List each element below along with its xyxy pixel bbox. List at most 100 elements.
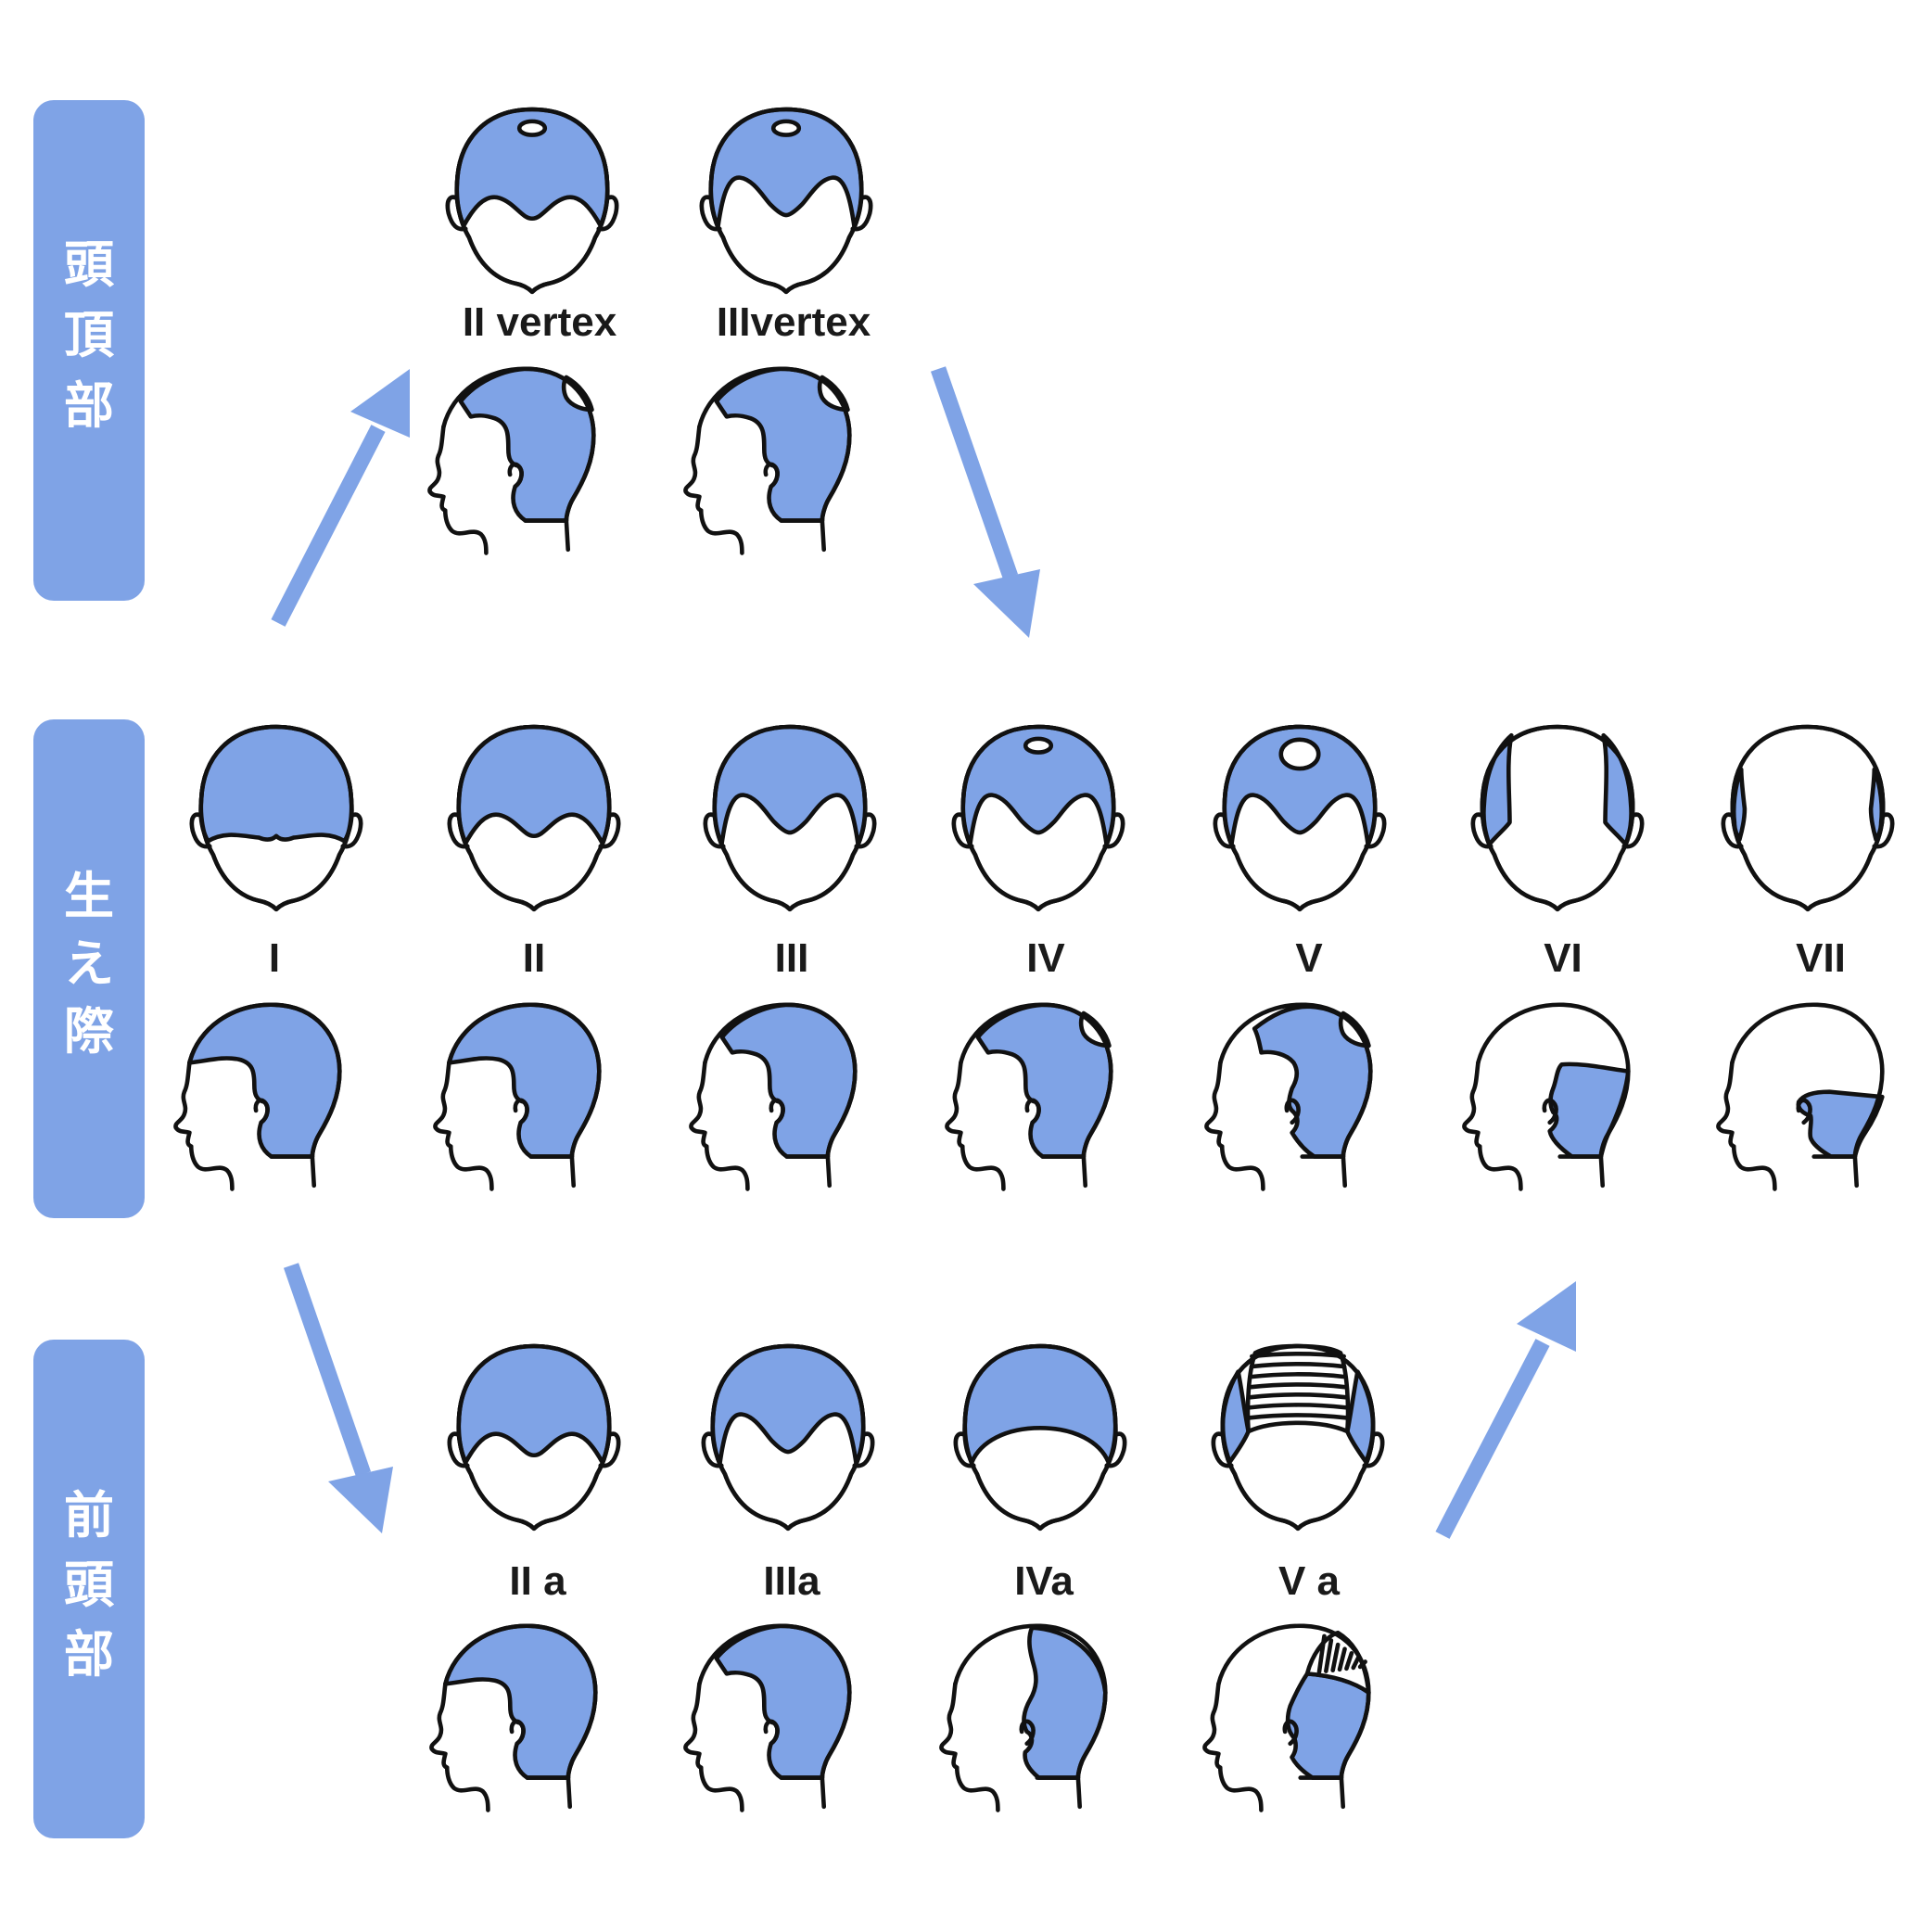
stage-label-frontal-bar xyxy=(33,1340,145,1838)
ear-right xyxy=(598,1431,621,1468)
ear-right xyxy=(598,812,621,849)
side-view-IIIa xyxy=(683,1623,852,1812)
side-hair-region xyxy=(1547,1061,1631,1159)
side-head-outline xyxy=(703,1002,858,1188)
hatch-line xyxy=(1249,1372,1347,1379)
side-ear xyxy=(1282,1719,1299,1747)
ear-right xyxy=(1621,812,1645,849)
side-ear xyxy=(763,462,780,489)
arrow-hairline-to-vertex xyxy=(271,369,410,627)
head-outline-stroke xyxy=(962,1343,1118,1532)
front-view-IV xyxy=(951,724,1125,912)
hatch-line xyxy=(1351,1655,1361,1671)
arrow-shaft xyxy=(271,425,386,627)
stage-illustrations xyxy=(173,107,1895,1812)
front-view-IIIa xyxy=(701,1343,875,1532)
ear-right xyxy=(852,1431,875,1468)
label-IIIa: IIIa xyxy=(763,1558,820,1604)
ear-right xyxy=(1102,812,1125,849)
side-view-Va xyxy=(1202,1623,1371,1812)
arrow-vertex-to-hairline xyxy=(930,366,1040,638)
label-VI: VI xyxy=(1544,935,1582,981)
crown-bald-spot xyxy=(516,119,548,137)
side-face-profile xyxy=(427,425,489,555)
label-Va: V a xyxy=(1278,1558,1341,1604)
side-head-outline xyxy=(443,1623,598,1810)
front-view-IIa xyxy=(447,1343,621,1532)
head-outline xyxy=(1730,724,1886,912)
side-face-profile xyxy=(683,425,744,555)
stage-label-frontal-char2: 頭 xyxy=(64,1556,115,1614)
hatch-line xyxy=(1248,1382,1348,1390)
side-ear xyxy=(1796,1098,1812,1125)
side-face-profile xyxy=(433,1061,494,1191)
head-outline-stroke xyxy=(454,107,610,295)
side-head-outline xyxy=(1218,1002,1373,1188)
head-outline-stroke xyxy=(198,724,354,912)
ear-left xyxy=(703,812,726,849)
head-outline-stroke xyxy=(708,107,864,295)
side-face-profile xyxy=(1204,1061,1265,1191)
head-outline-stroke xyxy=(456,1343,612,1532)
head-outline-stroke xyxy=(1220,1343,1376,1532)
arrow-shaft xyxy=(1435,1339,1550,1539)
label-VII: VII xyxy=(1796,935,1846,981)
stage-label-frontal-char3: 部 xyxy=(64,1625,114,1684)
side-view-I xyxy=(173,1002,342,1191)
side-head-outline xyxy=(697,1623,852,1810)
front-view-V xyxy=(1213,724,1387,912)
stage-label-frontal: 前 頭 部 xyxy=(33,1340,145,1838)
side-ear xyxy=(1024,1098,1041,1125)
front-view-IVa xyxy=(953,1343,1127,1532)
label-IVa: IVa xyxy=(1014,1558,1074,1604)
side-ear xyxy=(1019,1719,1036,1747)
side-face-profile xyxy=(173,1061,235,1191)
ear-left xyxy=(447,1431,470,1468)
arrow-head xyxy=(1517,1281,1576,1352)
label-IIa: II a xyxy=(509,1558,566,1604)
side-head-outline xyxy=(953,1623,1108,1810)
arrow-shaft xyxy=(930,366,1019,579)
arrow-head xyxy=(973,569,1040,638)
stage-label-vertex-char2: 頂 xyxy=(64,306,115,364)
front-view-II xyxy=(447,724,621,912)
side-face-profile xyxy=(683,1682,744,1812)
side-view-V xyxy=(1204,1002,1373,1191)
side-view-VI xyxy=(1462,1002,1631,1191)
stage-label-hairline-char2: え xyxy=(64,934,114,993)
arrow-head xyxy=(328,1467,393,1533)
side-view-VII xyxy=(1716,1002,1885,1191)
side-head-outline xyxy=(447,1002,602,1188)
side-view-IVa xyxy=(939,1623,1108,1812)
stage-label-vertex-char1: 頭 xyxy=(64,235,115,294)
side-head-outline xyxy=(697,366,852,553)
stage-label-frontal-char1: 前 xyxy=(64,1486,114,1544)
hatch-line xyxy=(1324,1638,1334,1673)
ear-right xyxy=(340,812,363,849)
label-I: I xyxy=(269,935,280,981)
front-view-VI xyxy=(1470,724,1645,912)
side-head-outline xyxy=(1216,1623,1371,1810)
side-face-profile xyxy=(1716,1061,1777,1191)
head-outline-stroke xyxy=(1222,724,1378,912)
ear-right xyxy=(854,812,877,849)
side-ear xyxy=(1542,1098,1558,1125)
head-outline-stroke xyxy=(1480,724,1635,912)
stage-label-vertex: 頭 頂 部 xyxy=(33,100,145,601)
arrow-frontal-to-hairline xyxy=(1435,1281,1576,1539)
side-hair-region xyxy=(1285,1671,1371,1780)
arrow-head xyxy=(350,369,410,438)
hatch-line xyxy=(1248,1403,1348,1410)
side-head-outline xyxy=(1476,1002,1631,1188)
ear-left xyxy=(445,195,468,232)
ear-left xyxy=(951,812,974,849)
ear-left xyxy=(699,195,722,232)
ear-left xyxy=(1470,812,1493,849)
hatch-line xyxy=(1248,1392,1348,1400)
ear-left xyxy=(1721,812,1744,849)
side-head-outline xyxy=(1730,1002,1885,1188)
side-head-outline xyxy=(187,1002,342,1188)
front-view-I xyxy=(189,724,363,912)
label-IV: IV xyxy=(1026,935,1065,981)
